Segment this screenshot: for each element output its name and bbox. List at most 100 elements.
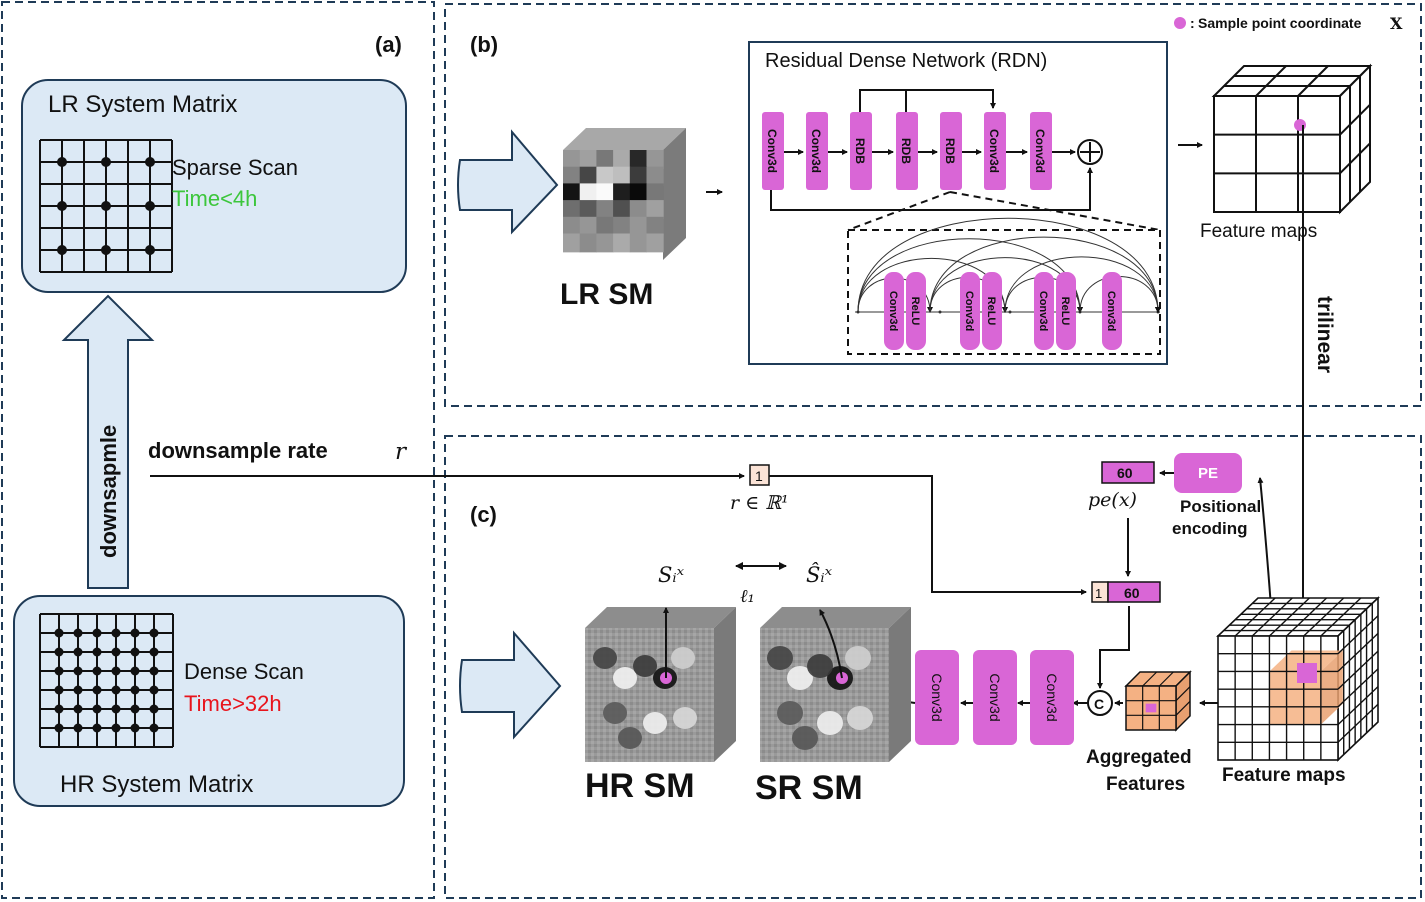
sample-dot — [73, 723, 83, 733]
panel-c-border — [444, 435, 1422, 899]
trilinear-label: trilinear — [1313, 296, 1336, 373]
lr-sparse-grid — [39, 139, 173, 273]
panel-b-border — [444, 3, 1422, 407]
rdb-inner-label: ReLU — [985, 297, 997, 326]
rdn-block — [896, 112, 918, 190]
zoom-line-left — [847, 191, 951, 231]
rdb-inner-label: ReLU — [909, 297, 921, 326]
pe-box-label: PE — [1198, 465, 1218, 482]
rdn-block-label: RDB — [943, 138, 957, 164]
pe-box — [1174, 453, 1242, 493]
concat-pe-value: 60 — [1124, 585, 1140, 601]
sample-dot — [145, 201, 155, 211]
rdn-skip-top — [859, 89, 996, 112]
rdb-inner-block — [960, 272, 980, 350]
sample-dot — [92, 666, 102, 676]
downsample-arrow-label: downsapmle — [96, 425, 121, 558]
rdb-inner-label: Conv3d — [1105, 291, 1117, 331]
legend-dot-icon — [1174, 17, 1186, 29]
rdb-inner-block — [884, 272, 904, 350]
rdb-inner-block — [982, 272, 1002, 350]
sample-dot — [149, 628, 159, 638]
input-arrow-c — [459, 630, 562, 740]
pe-function-label: pe(x) — [1088, 489, 1137, 511]
rdn-block — [984, 112, 1006, 190]
rdn-block-label: RDB — [853, 138, 867, 164]
sample-dot — [57, 201, 67, 211]
sample-dot — [54, 685, 64, 695]
rdn-block — [940, 112, 962, 190]
concat-op-label: C — [1094, 696, 1104, 712]
feature-maps-cube-b — [1211, 63, 1373, 215]
sample-dot — [54, 647, 64, 657]
sample-dot — [130, 647, 140, 657]
lr-system-matrix-box — [21, 79, 407, 293]
rdn-block-label: Conv3d — [1033, 129, 1047, 173]
sample-dot — [149, 704, 159, 714]
lr-title: LR System Matrix — [48, 91, 237, 118]
hr-sm-cube — [585, 607, 736, 762]
s-pred-label: Ŝᵢˣ — [806, 562, 833, 587]
decoder-conv-label: Conv3d — [1044, 673, 1060, 721]
sample-dot — [130, 685, 140, 695]
pe-caption-1: Positional — [1180, 497, 1261, 516]
sample-dot — [145, 157, 155, 167]
dense-scan-label: Dense Scan — [184, 659, 304, 684]
panel-b-label: (b) — [470, 32, 498, 57]
sample-dot — [57, 245, 67, 255]
rdn-block-label: RDB — [899, 138, 913, 164]
rdb-inner-block — [906, 272, 926, 350]
sample-dot — [130, 723, 140, 733]
sample-dot — [149, 685, 159, 695]
sample-dot — [92, 723, 102, 733]
legend-symbol: X — [1390, 14, 1403, 33]
sample-dot — [92, 685, 102, 695]
sample-dot — [111, 628, 121, 638]
sample-dot — [92, 647, 102, 657]
feature-maps-label-c: Feature maps — [1222, 765, 1346, 786]
sample-dot — [54, 666, 64, 676]
sample-dot — [73, 685, 83, 695]
s-true-label: Sᵢˣ — [658, 563, 685, 587]
aggregated-label-1: Aggregated — [1086, 747, 1192, 768]
downsample-rate-label: downsample rate — [148, 438, 328, 463]
rdn-block-label: Conv3d — [765, 129, 779, 173]
sample-dot — [130, 666, 140, 676]
sample-dot — [54, 723, 64, 733]
sample-dot — [92, 704, 102, 714]
rdb-inner-label: Conv3d — [887, 291, 899, 331]
feature-maps-cube-c — [1215, 596, 1381, 762]
sample-dot — [57, 157, 67, 167]
rdb-inner-label: Conv3d — [963, 291, 975, 331]
panel-c-label: (c) — [470, 502, 497, 527]
pe-output-value: 60 — [1117, 465, 1133, 481]
sample-dot — [130, 704, 140, 714]
sample-dot — [73, 704, 83, 714]
rdn-skip-bottom — [770, 167, 1093, 211]
sample-dot — [73, 647, 83, 657]
sample-dot — [111, 666, 121, 676]
rate-symbol: r — [395, 439, 408, 465]
hr-title: HR System Matrix — [60, 771, 253, 798]
rate-space-label: r ∈ ℝ¹ — [730, 492, 789, 514]
rdn-block-label: Conv3d — [987, 129, 1001, 173]
sample-dot — [111, 685, 121, 695]
sample-dot — [149, 666, 159, 676]
decoder-conv-block — [1030, 650, 1074, 745]
sample-dot — [111, 723, 121, 733]
decoder-conv-block — [973, 650, 1017, 745]
sample-dot — [145, 245, 155, 255]
decoder-conv-label: Conv3d — [929, 673, 945, 721]
sample-dot — [111, 647, 121, 657]
legend-text: Sample point coordinate — [1198, 15, 1362, 31]
sample-dot — [54, 704, 64, 714]
input-arrow-b — [457, 129, 559, 235]
rdb-inner-label: Conv3d — [1037, 291, 1049, 331]
legend-colon: : — [1190, 15, 1195, 31]
sample-point-c-icon — [1297, 663, 1317, 683]
sr-sm-cube — [760, 607, 911, 762]
hr-sm-label: HR SM — [585, 767, 695, 805]
sample-dot — [73, 628, 83, 638]
